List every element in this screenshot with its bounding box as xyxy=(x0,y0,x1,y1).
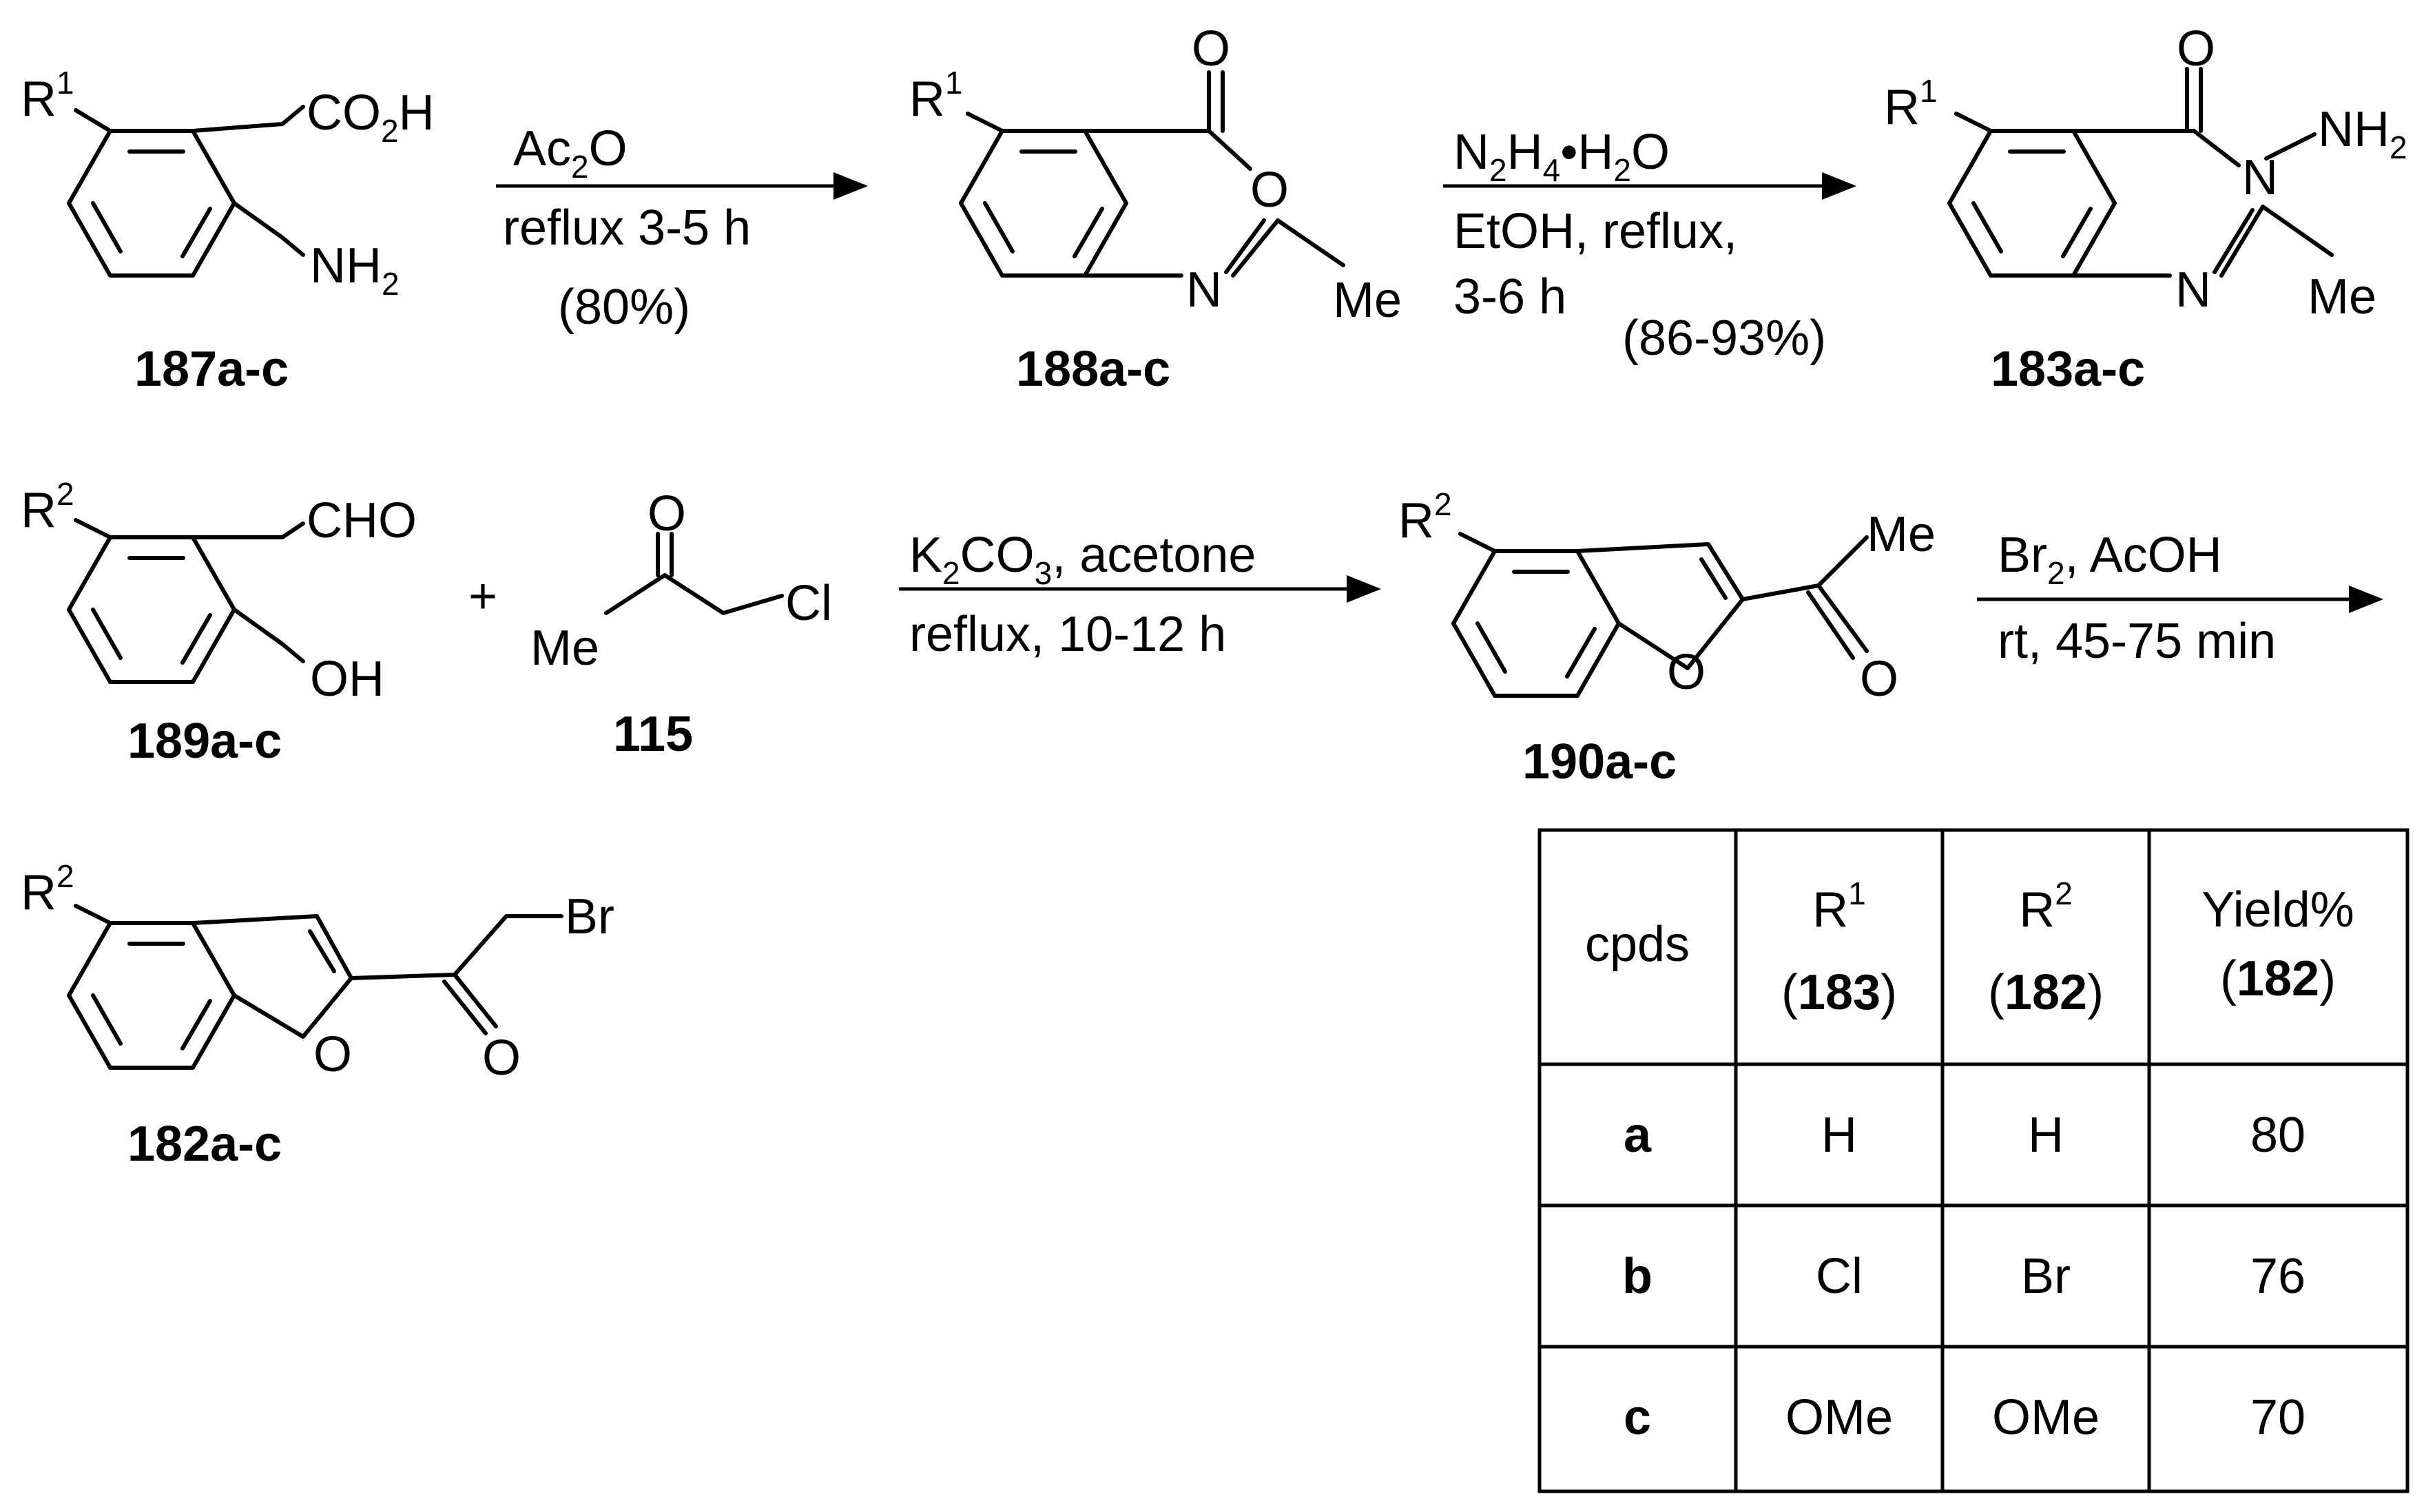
nh2-label: NH2 xyxy=(2318,102,2407,165)
ring-o-label: O xyxy=(1250,163,1289,218)
row-c-r2: OMe xyxy=(1992,1390,2100,1445)
structure-189: R2 CHO OH xyxy=(21,476,417,707)
me-label: Me xyxy=(1333,273,1402,328)
co2h-label: CO2H xyxy=(307,85,435,149)
substituent-yield-table: cpds R1 (183) R2 (182) Yield% (182) a H … xyxy=(1537,828,2410,1493)
ring-o-label: O xyxy=(1667,645,1706,700)
step3-conditions: reflux, 10-12 h xyxy=(909,607,1226,662)
carbonyl-o-label: O xyxy=(482,1031,521,1086)
row-c-r1: OMe xyxy=(1785,1390,1893,1445)
r1-label: R1 xyxy=(909,65,963,127)
r1-label: R1 xyxy=(21,65,74,127)
cl-label: Cl xyxy=(785,576,832,631)
header-yield-ref: (182) xyxy=(2220,951,2336,1006)
step2-time: 3-6 h xyxy=(1453,269,1566,324)
r2-label: R2 xyxy=(1398,486,1452,548)
structure-183: R1 O N NH2 N Me xyxy=(1884,21,2407,324)
structure-115: O Me Cl xyxy=(530,486,832,676)
n-label: N xyxy=(2175,262,2211,318)
carbonyl-o-label: O xyxy=(2177,21,2215,76)
step2-yield: (86-93%) xyxy=(1622,311,1826,366)
structure-190: R2 O Me O xyxy=(1398,486,1936,707)
step1-yield: (80%) xyxy=(558,280,690,335)
me-label: Me xyxy=(530,621,599,676)
compound-label-190: 190a-c xyxy=(1522,734,1677,789)
nh2-label: NH2 xyxy=(310,238,400,302)
r2-label: R2 xyxy=(21,858,74,920)
row-b-yield: 76 xyxy=(2250,1249,2306,1304)
step4-conditions: rt, 45-75 min xyxy=(1998,614,2276,669)
step3-reagent: K2CO3, acetone xyxy=(909,528,1256,591)
cho-label: CHO xyxy=(307,493,417,548)
row-b-r2: Br xyxy=(2021,1249,2071,1304)
ring-n-label: N xyxy=(2242,150,2278,205)
ring-o-label: O xyxy=(313,1027,352,1082)
compound-label-189: 189a-c xyxy=(127,714,282,769)
header-r1: R1 xyxy=(1812,876,1866,938)
r2-label: R2 xyxy=(21,476,74,538)
structure-187: R1 CO2H NH2 xyxy=(21,65,435,302)
compound-label-187: 187a-c xyxy=(134,342,289,397)
compound-label-188: 188a-c xyxy=(1016,342,1170,397)
header-cpds: cpds xyxy=(1585,917,1690,972)
row-c-cpd: c xyxy=(1624,1390,1651,1445)
row-a-yield: 80 xyxy=(2250,1108,2306,1163)
compound-label-115: 115 xyxy=(613,707,693,762)
row-a-cpd: a xyxy=(1624,1108,1652,1163)
row-c-yield: 70 xyxy=(2250,1390,2306,1445)
br-label: Br xyxy=(565,889,614,944)
r1-label: R1 xyxy=(1884,73,1938,135)
carbonyl-o-label: O xyxy=(1192,21,1230,76)
me-label: Me xyxy=(2308,269,2376,324)
compound-label-183: 183a-c xyxy=(1991,342,2145,397)
row-b-cpd: b xyxy=(1622,1249,1652,1304)
step2-reagent: N2H4•H2O xyxy=(1453,125,1670,188)
header-r2: R2 xyxy=(2019,876,2073,938)
header-r2-ref: (182) xyxy=(1988,965,2104,1020)
carbonyl-o-label: O xyxy=(647,486,686,541)
carbonyl-o-label: O xyxy=(1860,652,1898,707)
plus-sign: + xyxy=(468,569,497,624)
n-label: N xyxy=(1186,262,1222,318)
header-r1-ref: (183) xyxy=(1781,965,1897,1020)
step4-reagent: Br2, AcOH xyxy=(1998,528,2222,591)
me-label: Me xyxy=(1867,507,1936,562)
header-yield: Yield% xyxy=(2201,882,2354,938)
oh-label: OH xyxy=(310,652,384,707)
compound-label-182: 182a-c xyxy=(127,1117,282,1172)
structure-182: R2 O Br O xyxy=(21,858,614,1086)
row-a-r2: H xyxy=(2028,1108,2064,1163)
step2-solvent: EtOH, reflux, xyxy=(1453,204,1737,259)
row-a-r1: H xyxy=(1821,1108,1857,1163)
row-b-r1: Cl xyxy=(1816,1249,1863,1304)
step1-conditions: reflux 3-5 h xyxy=(503,200,751,256)
structure-188: R1 O O N Me xyxy=(909,21,1402,328)
step1-reagent: Ac2O xyxy=(513,121,628,185)
